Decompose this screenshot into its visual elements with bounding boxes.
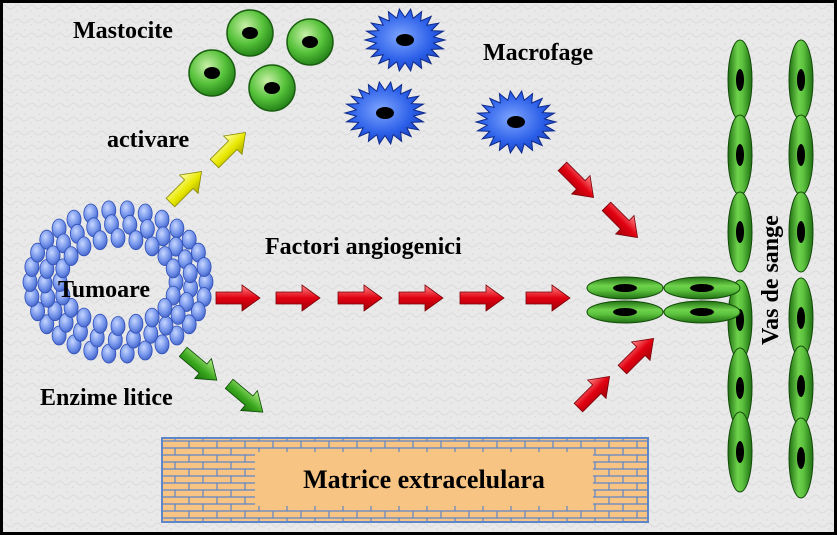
vessel-cell [727,39,753,121]
tumor-cell [139,218,155,239]
vessel-cell [788,417,814,499]
tumor-cell [154,209,170,230]
tumor-cell [122,214,138,235]
vessel-cell [727,411,753,493]
vessel-cell [788,191,814,273]
tumor-cell [165,285,181,306]
macrophages-label: Macrofage [483,40,594,66]
tumor-cell [144,236,160,257]
sprout-cell [663,276,741,300]
tumor-cell [155,226,171,247]
vessel-cell [788,345,814,427]
macrophage [363,7,447,73]
tumor-cell [144,307,160,328]
tumor-cell [196,257,212,277]
lytic-enzymes-label: Enzime litice [40,385,173,411]
vessel-cell [727,191,753,273]
vessel-sprout [586,276,741,324]
tumor-cell [154,334,170,355]
tumor-cell [128,230,144,251]
tumor-cell [76,236,92,257]
sprout-cell [586,276,664,300]
mast-cells-label: Mastocite [73,18,173,44]
tumor-cell [128,313,144,334]
tumor-cell [182,263,198,284]
tumor-cell [181,314,197,335]
mast-cell [226,9,274,57]
tumor-cell [157,246,173,267]
extracellular-matrix-label: Matrice extracelulara [303,465,545,494]
macrophages-group [343,7,558,155]
tumor-cell [39,314,55,335]
macrophage [474,89,558,155]
tumor-cell [170,304,186,325]
tumor-label: Tumoare [58,277,150,303]
tumor-cell [39,229,55,250]
tumor-cell [169,218,185,239]
sprout-cell [586,300,664,324]
tumor-cell [179,292,194,312]
tumor-cell [63,297,79,318]
tumor-cell [190,301,206,322]
mast-cells-group [188,9,334,112]
tumor-cell [165,258,181,279]
tumor-cell [76,307,92,328]
tumor-cell [158,315,174,336]
tumor-cell [169,325,185,346]
tumor-cell [30,242,45,263]
mast-cell [188,49,236,97]
mast-cell [286,18,334,66]
tumor-cell-ring [22,200,214,364]
tumor-cell [181,229,197,250]
tumor-cell [137,340,153,361]
tumor-cell [55,258,71,279]
tumor-cell [110,316,126,336]
vessel-cell [788,114,814,196]
tumor-cell [110,228,126,248]
blood-vessel-label: Vas de sange [758,215,784,345]
tumor-cell [168,236,184,257]
tumor-cell [157,297,173,318]
sprout-cell [663,300,741,324]
tumor-cell [63,246,79,267]
activation-label: activare [107,127,190,153]
mast-cell [248,64,296,112]
tumor-cell [119,343,135,364]
blood-vessel [727,39,814,499]
macrophage [343,80,427,146]
tumor-cell [92,313,108,334]
vessel-cell [727,114,753,196]
matrix-label-plate [255,452,593,506]
vessel-cell [788,39,814,121]
tumor-cell [45,245,61,266]
tumor-cell [92,230,108,251]
angiogenic-factors-label: Factori angiogenici [265,234,462,260]
